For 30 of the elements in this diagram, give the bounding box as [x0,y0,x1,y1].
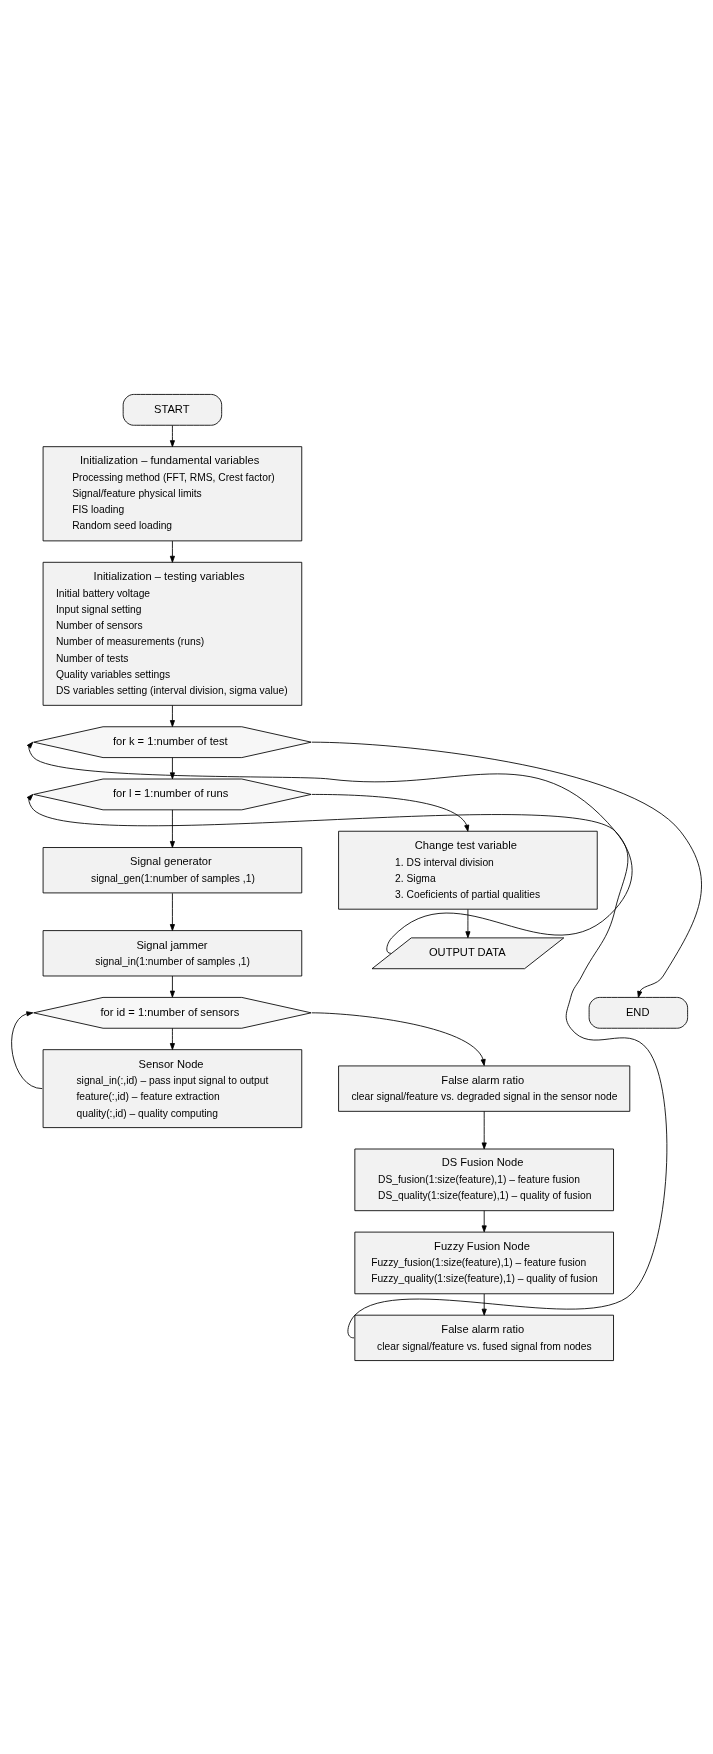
arrow [481,1110,487,1149]
arrow [311,793,470,832]
node-box: False alarm ratio clear signal/feature vs. degraded signal in the sensor node [338,1065,631,1112]
arrow [481,1293,487,1316]
arrow [169,424,175,447]
node-box: Sensor Node signal_in(:,id) – pass input signal to output feature(:,id) – feature extraction quality(:,id) – quality computing [42,1048,303,1128]
arrow [169,704,175,727]
node-box: END [588,996,689,1029]
node-box: Signal generator signal_gen(1:number of samples ,1) [42,846,303,893]
arrow [26,741,633,954]
arrow [311,1011,486,1066]
node-box: False alarm ratio clear signal/feature vs. fused signal from nodes [354,1314,614,1361]
node-box: Change test variable 1. DS interval division 2. Sigma 3. Coeficients of partial qualities [338,830,598,910]
arrow [26,793,668,1338]
arrow [169,540,175,563]
arrow [169,1027,175,1050]
arrow [311,741,702,998]
node-box: Initialization – testing variables Initial battery voltage Input signal setting Number of sensors Number of measurements (runs) Number of tests Quality variables settings DS variables setting (interval division, sigma value) [42,561,303,706]
arrow [169,892,175,931]
arrow [481,1209,487,1232]
node-box: Initialization – fundamental variables Processing method (FFT, RMS, Crest factor) Signal/feature physical limits FIS loading Random seed loading [42,445,303,541]
node-box: Signal jammer signal_in(1:number of samples ,1) [42,929,303,976]
node-box: Fuzzy Fusion Node Fuzzy_fusion(1:size(feature),1) – feature fusion Fuzzy_quality(1:size(feature),1) – quality of fusion [354,1231,614,1294]
arrow [169,809,175,848]
arrow [11,1010,43,1089]
node-box: START [122,393,223,426]
arrow [169,975,175,998]
arrow [465,908,471,938]
node-box: DS Fusion Node DS_fusion(1:size(feature),1) – feature fusion DS_quality(1:size(feature),1) – quality of fusion [354,1148,614,1211]
arrow [169,756,175,779]
